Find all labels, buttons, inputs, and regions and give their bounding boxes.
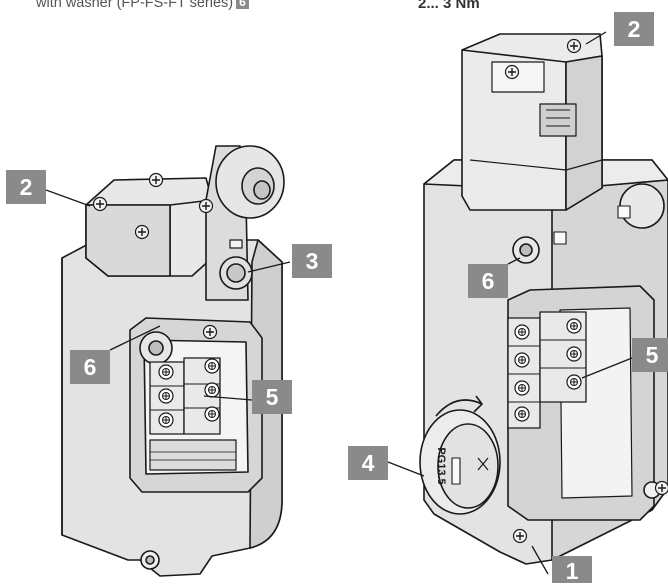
callout-right-4: 4 [348,446,388,480]
cap-marking: PG13.5 [435,447,447,484]
callout-right-6: 6 [468,264,508,298]
callout-left-2: 2 [6,170,46,204]
callout-left-6: 6 [70,350,110,384]
right-safety-switch [420,34,668,564]
callout-right-5: 5 [632,338,668,372]
callout-left-5: 5 [252,380,292,414]
callout-left-3: 3 [292,244,332,278]
callout-right-2: 2 [614,12,654,46]
callout-right-1: 1 [552,556,592,583]
